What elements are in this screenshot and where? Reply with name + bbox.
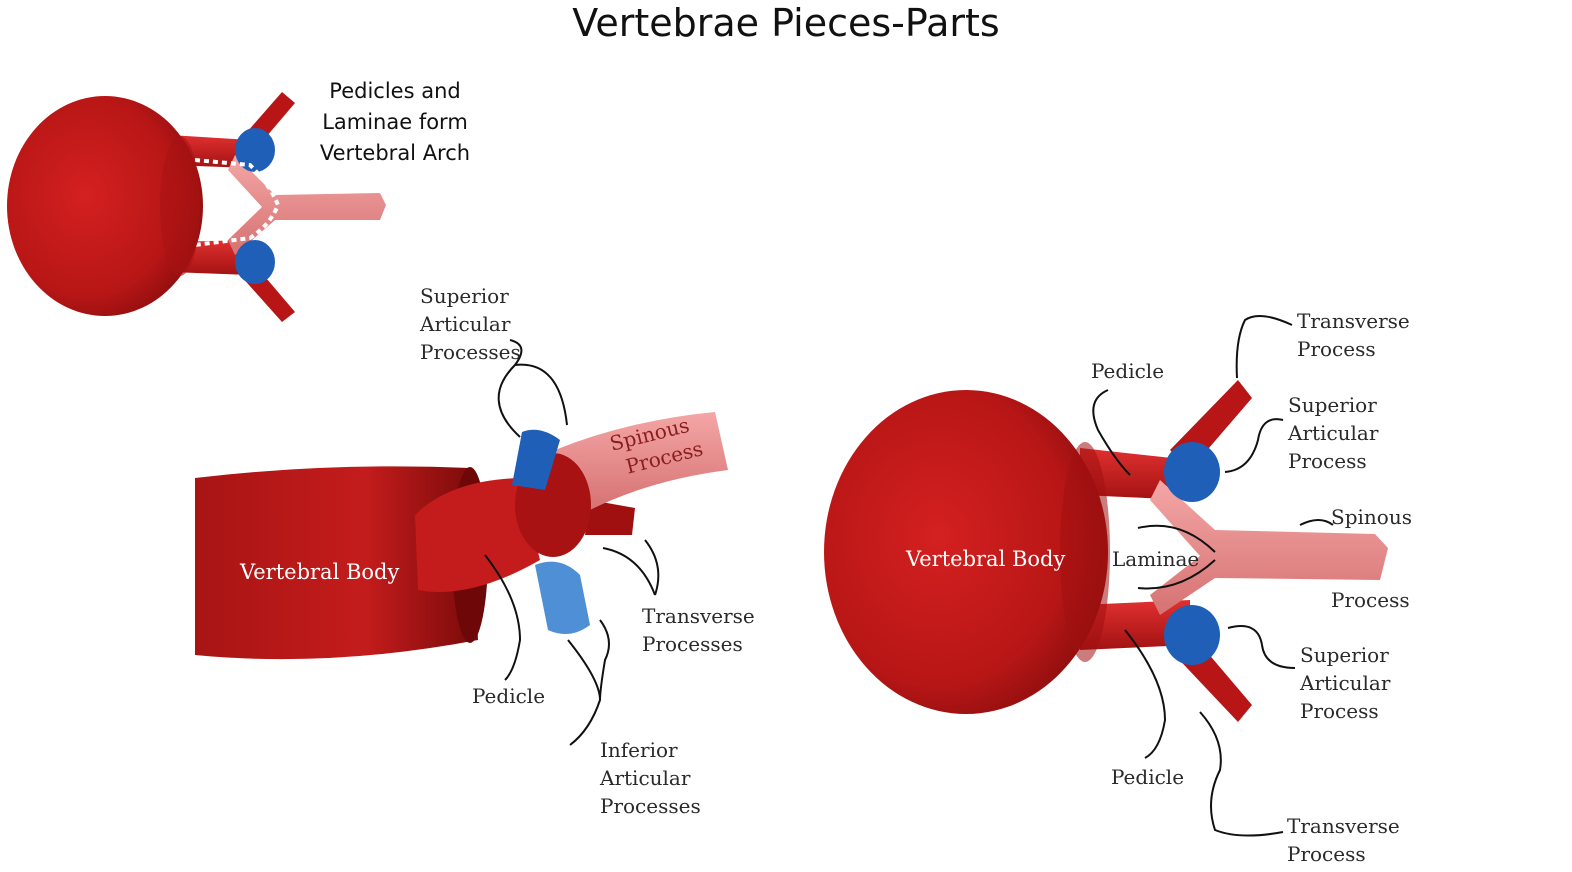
label-top-vertebral-body: Vertebral Body bbox=[906, 547, 1066, 571]
label-side-vertebral-body: Vertebral Body bbox=[240, 560, 400, 584]
label-inferior-articular-processes: Inferior Articular Processes bbox=[600, 738, 701, 818]
label-superior-articular-top: Superior Articular Process bbox=[1288, 393, 1379, 473]
side-vertebral-body bbox=[195, 466, 478, 660]
side-inferior-articular bbox=[535, 561, 590, 634]
label-process-top: Process bbox=[1331, 588, 1410, 612]
label-pedicle-bottom: Pedicle bbox=[1111, 765, 1185, 789]
label-pedicle-top: Pedicle bbox=[1091, 359, 1165, 383]
small-top-view bbox=[7, 92, 386, 322]
small-superior-articular-lower bbox=[235, 240, 275, 284]
arch-note: Pedicles and Laminae form Vertebral Arch bbox=[300, 76, 490, 169]
label-superior-articular-bottom: Superior Articular Process bbox=[1300, 643, 1391, 723]
small-laminae-spinous bbox=[228, 155, 386, 255]
page-title: Vertebrae Pieces-Parts bbox=[572, 1, 1000, 45]
arch-note-line-2: Laminae form bbox=[322, 110, 468, 134]
arch-note-line-1: Pedicles and bbox=[329, 79, 461, 103]
label-transverse-process-bottom: Transverse Process bbox=[1287, 814, 1400, 866]
large-laminae-spinous bbox=[1150, 480, 1388, 615]
label-transverse-process-top: Transverse Process bbox=[1297, 309, 1410, 361]
arch-note-line-3: Vertebral Arch bbox=[319, 141, 471, 165]
label-superior-articular-processes: Superior Articular Processes bbox=[420, 284, 521, 364]
side-view bbox=[195, 339, 728, 746]
side-superior-articular bbox=[512, 429, 560, 490]
label-side-pedicle: Pedicle bbox=[472, 684, 546, 708]
label-spinous-top: Spinous bbox=[1331, 505, 1412, 529]
large-vertebral-body bbox=[824, 390, 1108, 714]
large-top-view bbox=[824, 315, 1388, 837]
side-spinous-process bbox=[555, 412, 728, 510]
small-vertebral-body bbox=[7, 96, 203, 316]
small-superior-articular-upper bbox=[235, 128, 275, 172]
side-pedicle bbox=[415, 478, 540, 592]
vertebral-arch-dotted-line bbox=[194, 158, 281, 247]
label-transverse-processes: Transverse Processes bbox=[642, 604, 755, 656]
label-laminae: Laminae bbox=[1112, 547, 1200, 571]
